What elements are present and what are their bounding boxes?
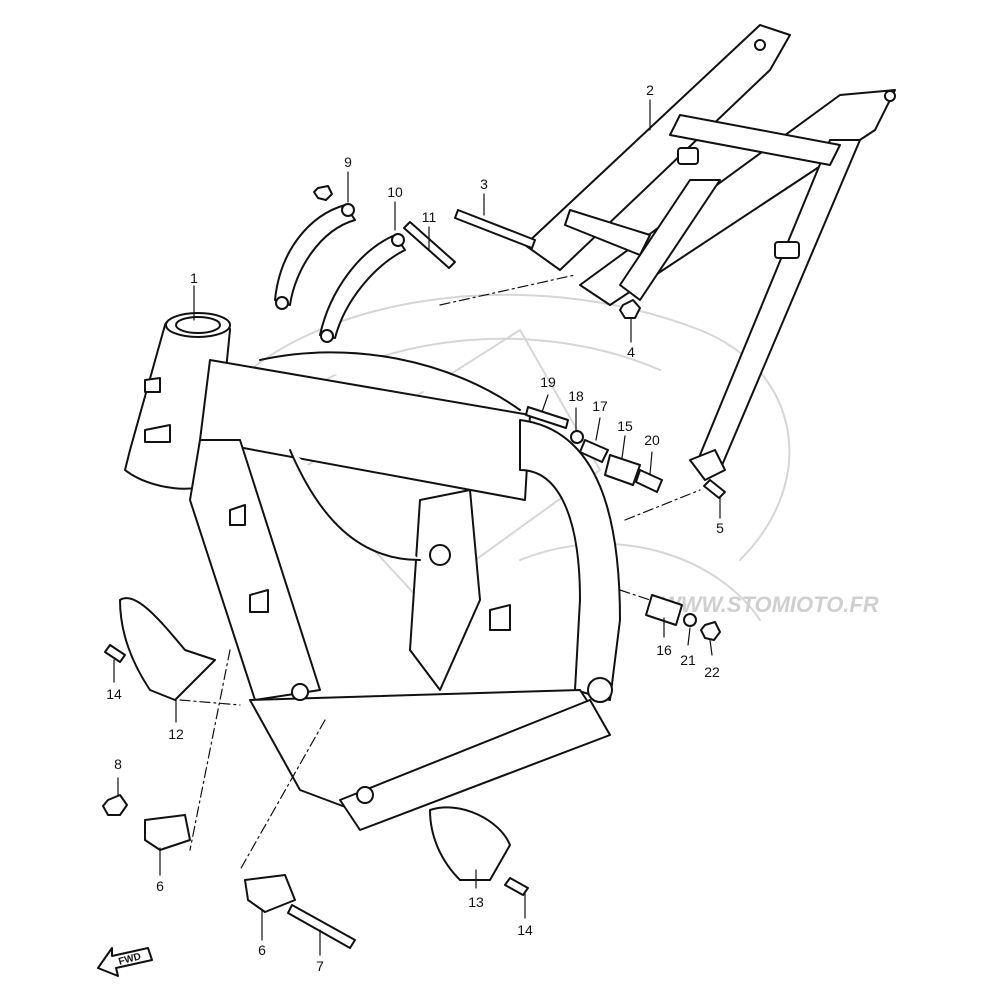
bolt-7 xyxy=(287,904,356,949)
callout-14b: 14 xyxy=(517,922,533,938)
rear-subframe xyxy=(524,24,896,481)
callout-11: 11 xyxy=(421,209,437,225)
fwd-arrow-icon xyxy=(97,947,153,977)
callout-20: 20 xyxy=(644,432,660,448)
bolt-14a xyxy=(104,644,126,663)
main-frame xyxy=(124,312,621,831)
mount-6b xyxy=(244,874,296,913)
bushing-15 xyxy=(604,454,641,486)
callout-1: 1 xyxy=(190,270,198,286)
callout-4: 4 xyxy=(627,344,635,360)
callout-10: 10 xyxy=(387,184,403,200)
small-parts xyxy=(102,185,721,816)
washer-21 xyxy=(683,613,697,627)
guard-13 xyxy=(429,806,511,881)
callout-21: 21 xyxy=(680,652,696,668)
callout-6a: 6 xyxy=(156,878,164,894)
collar-17 xyxy=(579,439,609,463)
bushing-16 xyxy=(645,594,683,626)
guards-and-mounts xyxy=(119,597,511,913)
callout-12: 12 xyxy=(168,726,184,742)
guard-12 xyxy=(119,597,216,701)
callout-19: 19 xyxy=(540,374,556,390)
bolt-5 xyxy=(703,479,726,499)
reference-lines xyxy=(179,274,701,871)
callout-14a: 14 xyxy=(106,686,122,702)
leader-lines xyxy=(113,99,721,956)
nut-22 xyxy=(700,621,721,641)
callout-9: 9 xyxy=(344,154,352,170)
watermark-text: WWW.STOMIOTO.FR xyxy=(660,592,879,617)
callout-16: 16 xyxy=(656,642,672,658)
mount-6a xyxy=(144,814,191,851)
callout-7: 7 xyxy=(316,958,324,974)
bolt-3 xyxy=(454,209,536,249)
callout-2: 2 xyxy=(646,82,654,98)
callout-5: 5 xyxy=(716,520,724,536)
callout-8: 8 xyxy=(114,756,122,772)
callout-13: 13 xyxy=(468,894,484,910)
engine-hanger-9 xyxy=(274,203,356,310)
callout-17: 17 xyxy=(592,398,608,414)
engine-hanger-10 xyxy=(319,233,406,343)
callout-15: 15 xyxy=(617,418,633,434)
nut-nine xyxy=(313,185,333,201)
nut-8 xyxy=(102,794,128,816)
nut-4 xyxy=(619,299,641,319)
callout-18: 18 xyxy=(568,388,584,404)
callout-22: 22 xyxy=(704,664,720,680)
bolt-19 xyxy=(525,406,569,429)
collar-20 xyxy=(635,469,663,493)
callout-3: 3 xyxy=(480,176,488,192)
washer-18 xyxy=(570,430,584,444)
callout-6b: 6 xyxy=(258,942,266,958)
bolt-14b xyxy=(504,877,529,896)
